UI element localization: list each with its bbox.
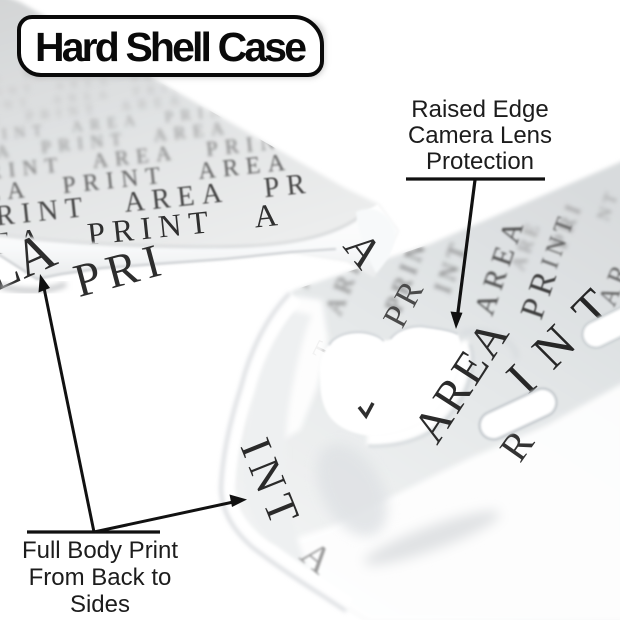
- svg-text:Full Body Print: Full Body Print: [22, 537, 178, 564]
- svg-text:Camera Lens: Camera Lens: [408, 122, 552, 149]
- svg-text:Hard Shell Case: Hard Shell Case: [35, 24, 307, 70]
- svg-text:Protection: Protection: [426, 148, 534, 175]
- svg-text:From Back to: From Back to: [29, 564, 172, 591]
- svg-text:Sides: Sides: [70, 591, 130, 618]
- svg-text:Raised Edge: Raised Edge: [411, 96, 548, 123]
